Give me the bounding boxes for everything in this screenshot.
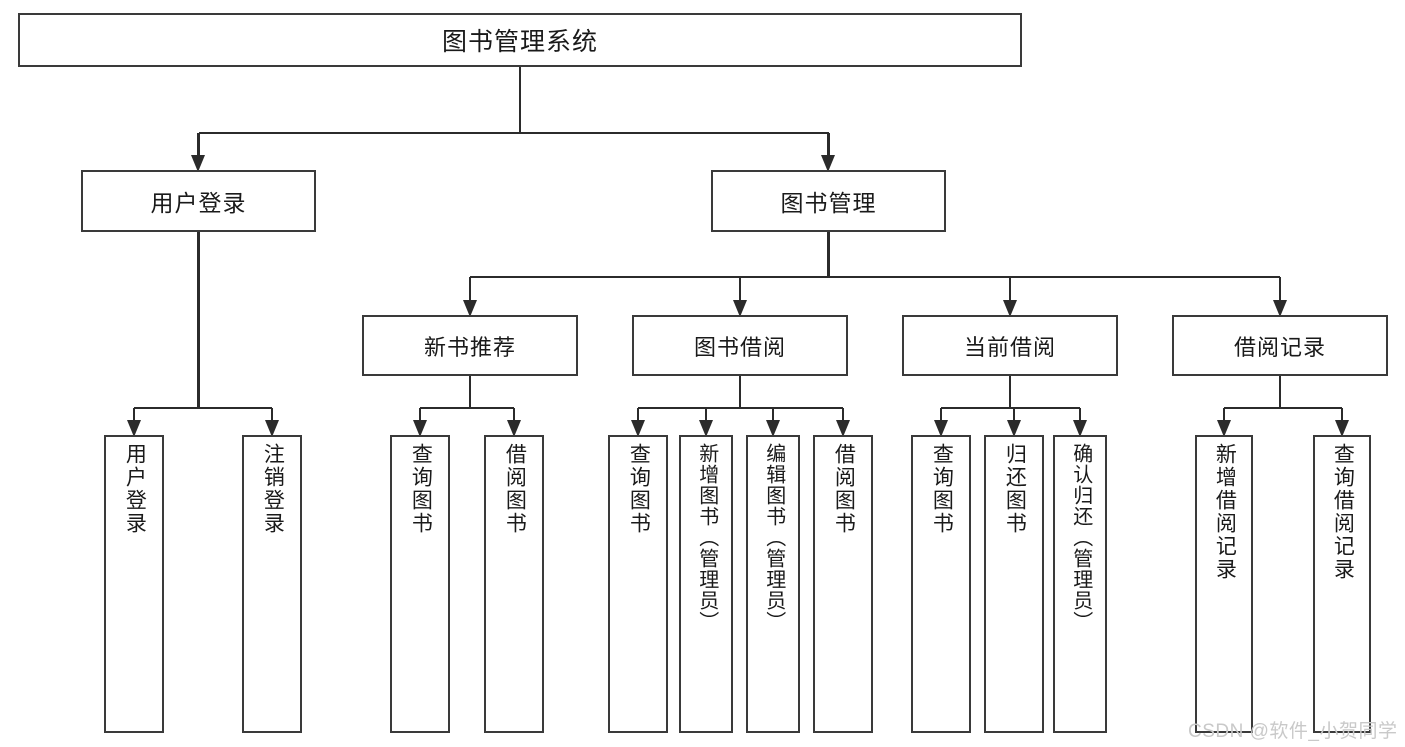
- connector-group-stem: [1008, 376, 1012, 408]
- node-level2-0: 用户登录: [81, 170, 316, 232]
- node-leaf-3: 借阅图书: [484, 435, 544, 733]
- node-root-label: 图书管理系统: [441, 28, 598, 56]
- node-leaf-7-label: 借阅图书: [832, 443, 856, 535]
- node-leaf-3-label: 借阅图书: [503, 443, 527, 535]
- arrow-head-icon: [1272, 300, 1287, 317]
- arrow-head-icon: [1002, 300, 1017, 317]
- connector-level2-drop: [197, 133, 200, 157]
- connector-leaf-drop: [636, 408, 640, 422]
- connector-user-stem: [197, 232, 200, 408]
- connector-leaf-drop: [841, 408, 845, 422]
- node-leaf-5-label: 新增图书（管理员）: [695, 443, 718, 632]
- connector-leaf-drop: [704, 408, 708, 422]
- node-level3-0-label: 新书推荐: [423, 334, 516, 360]
- arrow-head-icon: [630, 420, 645, 437]
- node-leaf-12: 查询借阅记录: [1313, 435, 1371, 733]
- node-leaf-2-label: 查询图书: [409, 443, 433, 535]
- node-leaf-0: 用户登录: [104, 435, 164, 733]
- connector-level3-bus: [470, 275, 1280, 279]
- arrow-head-icon: [126, 420, 141, 437]
- connector-level3-drop: [1278, 277, 1282, 302]
- arrow-head-icon: [835, 420, 850, 437]
- node-leaf-11: 新增借阅记录: [1195, 435, 1253, 733]
- connector-leaf-drop: [1222, 408, 1226, 422]
- node-leaf-7: 借阅图书: [813, 435, 873, 733]
- node-leaf-10: 确认归还（管理员）: [1053, 435, 1107, 733]
- connector-leaf-drop: [1340, 408, 1344, 422]
- arrow-head-icon: [191, 155, 205, 172]
- node-leaf-6-label: 编辑图书（管理员）: [762, 443, 785, 632]
- node-leaf-6: 编辑图书（管理员）: [746, 435, 800, 733]
- connector-leaf-drop: [1078, 408, 1082, 422]
- arrow-head-icon: [1334, 420, 1349, 437]
- connector-leaf-drop: [512, 408, 516, 422]
- connector-level2-bus: [198, 131, 829, 135]
- node-root: 图书管理系统: [18, 13, 1022, 67]
- node-level2-1-label: 图书管理: [780, 190, 877, 216]
- connector-level3-drop: [1008, 277, 1012, 302]
- node-leaf-12-label: 查询借阅记录: [1331, 443, 1355, 581]
- node-leaf-1-label: 注销登录: [261, 443, 285, 535]
- node-level3-1-label: 图书借阅: [693, 334, 786, 360]
- connector-group-stem: [468, 376, 472, 408]
- connector-leaf-drop: [771, 408, 775, 422]
- arrow-head-icon: [765, 420, 780, 437]
- node-level3-0: 新书推荐: [362, 315, 578, 376]
- node-level3-3: 借阅记录: [1172, 315, 1388, 376]
- connector-level3-drop: [468, 277, 472, 302]
- connector-user-bus: [134, 406, 272, 410]
- node-leaf-8-label: 查询图书: [930, 443, 954, 535]
- node-level2-0-label: 用户登录: [150, 190, 247, 216]
- connector-manage-stem: [827, 232, 830, 277]
- node-leaf-8: 查询图书: [911, 435, 971, 733]
- connector-leaf-drop: [939, 408, 943, 422]
- connector-root-stem: [518, 67, 522, 133]
- node-level3-1: 图书借阅: [632, 315, 848, 376]
- connector-group-bus: [1224, 406, 1342, 410]
- arrow-head-icon: [698, 420, 713, 437]
- node-leaf-4: 查询图书: [608, 435, 668, 733]
- connector-leaf-drop: [418, 408, 422, 422]
- connector-group-bus: [638, 406, 843, 410]
- node-leaf-10-label: 确认归还（管理员）: [1069, 443, 1092, 632]
- node-leaf-5: 新增图书（管理员）: [679, 435, 733, 733]
- connector-level3-drop: [738, 277, 742, 302]
- node-level2-1: 图书管理: [711, 170, 946, 232]
- node-leaf-4-label: 查询图书: [627, 443, 651, 535]
- node-level3-2: 当前借阅: [902, 315, 1118, 376]
- node-leaf-2: 查询图书: [390, 435, 450, 733]
- arrow-head-icon: [732, 300, 747, 317]
- node-level3-3-label: 借阅记录: [1233, 334, 1326, 360]
- arrow-head-icon: [933, 420, 948, 437]
- connector-group-stem: [1278, 376, 1282, 408]
- connector-leaf-drop: [1012, 408, 1016, 422]
- connector-group-bus: [420, 406, 514, 410]
- node-leaf-9-label: 归还图书: [1003, 443, 1027, 535]
- node-leaf-9: 归还图书: [984, 435, 1044, 733]
- arrow-head-icon: [821, 155, 835, 172]
- arrow-head-icon: [1216, 420, 1231, 437]
- node-leaf-11-label: 新增借阅记录: [1213, 443, 1237, 581]
- connector-user-drop: [132, 408, 136, 422]
- arrow-head-icon: [264, 420, 279, 437]
- arrow-head-icon: [462, 300, 477, 317]
- node-leaf-1: 注销登录: [242, 435, 302, 733]
- node-level3-2-label: 当前借阅: [963, 334, 1056, 360]
- connector-user-drop: [270, 408, 274, 422]
- connector-level2-drop: [827, 133, 830, 157]
- arrow-head-icon: [1006, 420, 1021, 437]
- arrow-head-icon: [506, 420, 521, 437]
- node-leaf-0-label: 用户登录: [123, 443, 147, 535]
- arrow-head-icon: [1072, 420, 1087, 437]
- connector-group-bus: [941, 406, 1080, 410]
- arrow-head-icon: [412, 420, 427, 437]
- connector-group-stem: [738, 376, 742, 408]
